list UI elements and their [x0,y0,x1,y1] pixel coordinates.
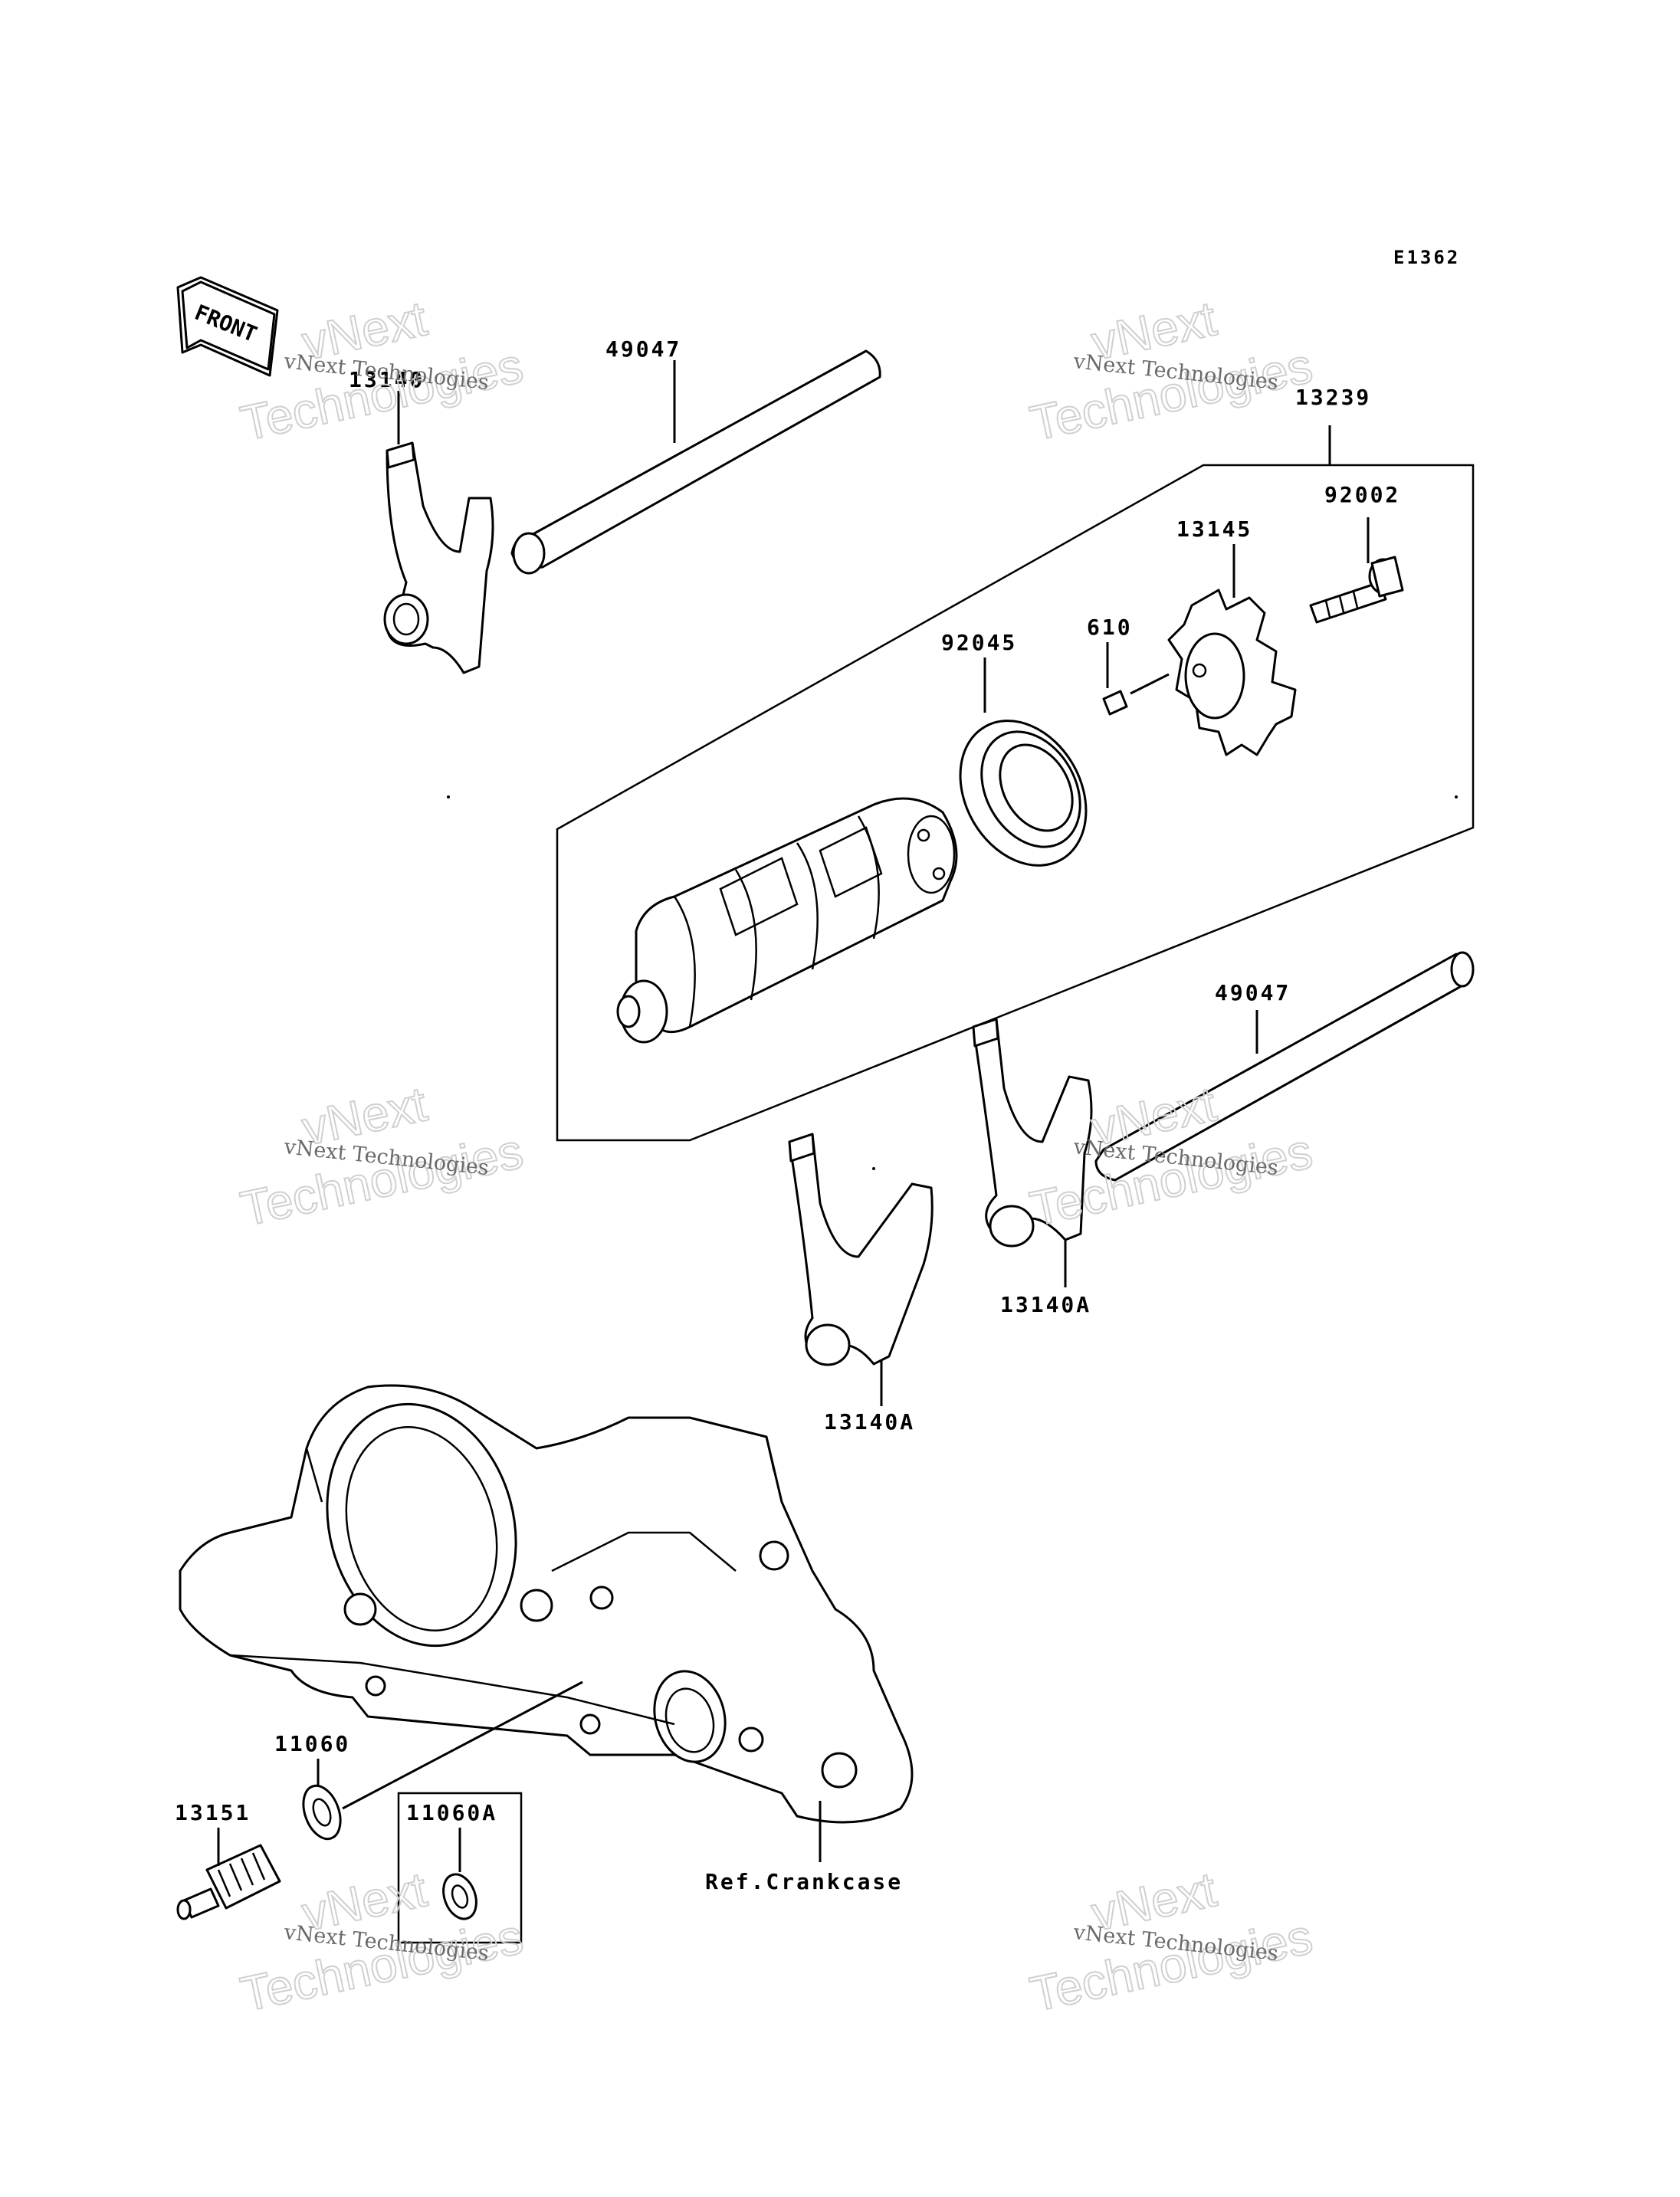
label-49047-right: 49047 [1215,980,1291,1005]
label-13140A-mid: 13140A [824,1409,915,1435]
shaft-right [1094,951,1475,1182]
bolt [1309,517,1404,624]
watermark-top-right: vNext Technologies vNext Technologies [1025,290,1317,451]
label-49047-top: 49047 [605,336,681,362]
label-92002: 92002 [1324,482,1400,507]
shaft-top [510,349,881,575]
label-13151: 13151 [175,1800,251,1825]
watermark-top-left: vNext Technologies vNext Technologies [235,290,528,451]
watermark-mid-left: vNext Technologies vNext Technologies [235,1075,528,1237]
front-arrow-icon: FRONT [176,276,279,377]
label-610: 610 [1087,615,1133,640]
shift-cam [1167,544,1297,756]
shift-drum [616,797,958,1044]
watermark-bottom-left: vNext Technologies vNext Technologies [235,1861,528,2022]
speck [1455,795,1458,798]
drum-assembly-outline [556,464,1475,1142]
neutral-switch [176,1828,281,1920]
label-ref-crankcase: Ref.Crankcase [705,1869,903,1894]
speck [447,795,450,798]
label-13140A-right: 13140A [1000,1292,1091,1317]
label-92045: 92045 [941,630,1017,655]
crankcase [179,1384,914,1862]
label-13140-top: 13140 [349,367,425,392]
shift-fork-mid [788,1133,934,1406]
pin [1102,642,1170,716]
shift-fork-right [972,1018,1093,1287]
shift-fork-top [383,391,494,674]
washer [302,1681,583,1841]
washer-box [397,1792,523,1944]
speck [872,1167,875,1170]
diagram-code: E1362 [1393,247,1460,268]
watermark-bottom-right: vNext Technologies vNext Technologies [1025,1861,1317,2022]
label-13145: 13145 [1176,516,1252,542]
label-13239: 13239 [1295,385,1371,410]
label-11060A: 11060A [406,1800,497,1825]
bearing [959,657,1088,867]
label-11060: 11060 [274,1731,350,1756]
